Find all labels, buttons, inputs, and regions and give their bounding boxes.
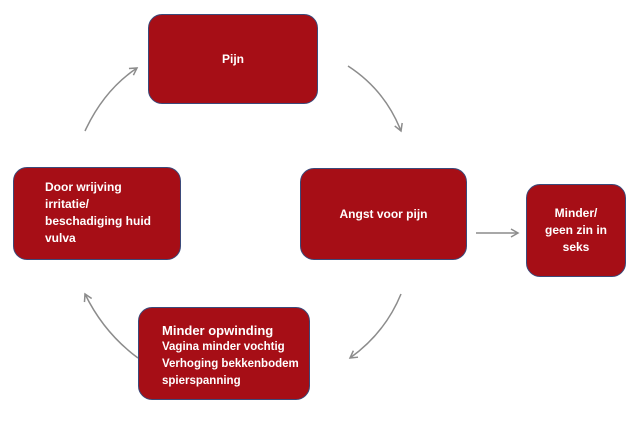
arrow-pain-to-fear <box>347 65 403 133</box>
node-fear: Angst voor pijn <box>300 168 467 260</box>
node-less-arousal-line: spierspanning <box>162 375 241 387</box>
node-less-desire-line: seks <box>562 240 590 254</box>
arrow-less-arousal-to-friction <box>83 292 139 359</box>
node-pain: Pijn <box>148 14 318 104</box>
node-less-arousal-line: Vagina minder vochtig <box>162 341 285 353</box>
node-friction: Door wrijving irritatie/ beschadiging hu… <box>13 167 181 260</box>
node-friction-line: beschadiging huid <box>45 214 152 228</box>
node-less-desire: Minder/ geen zin in seks <box>526 184 626 277</box>
node-less-desire-line: Minder/ <box>554 206 598 220</box>
node-less-desire-line: geen zin in <box>544 223 607 237</box>
node-fear-label: Angst voor pijn <box>339 206 428 221</box>
node-pain-label: Pijn <box>221 51 244 66</box>
arrow-fear-to-less-arousal <box>348 293 402 359</box>
node-less-arousal-line: Verhoging bekkenbodem <box>162 358 299 370</box>
node-less-arousal: Minder opwinding Vagina minder vochtig V… <box>138 307 310 400</box>
node-friction-line: irritatie/ <box>45 197 90 211</box>
node-friction-line: Door wrijving <box>45 180 122 194</box>
node-less-arousal-title: Minder opwinding <box>162 323 274 338</box>
arrow-friction-to-pain <box>84 67 139 132</box>
node-friction-line: vulva <box>45 231 76 245</box>
